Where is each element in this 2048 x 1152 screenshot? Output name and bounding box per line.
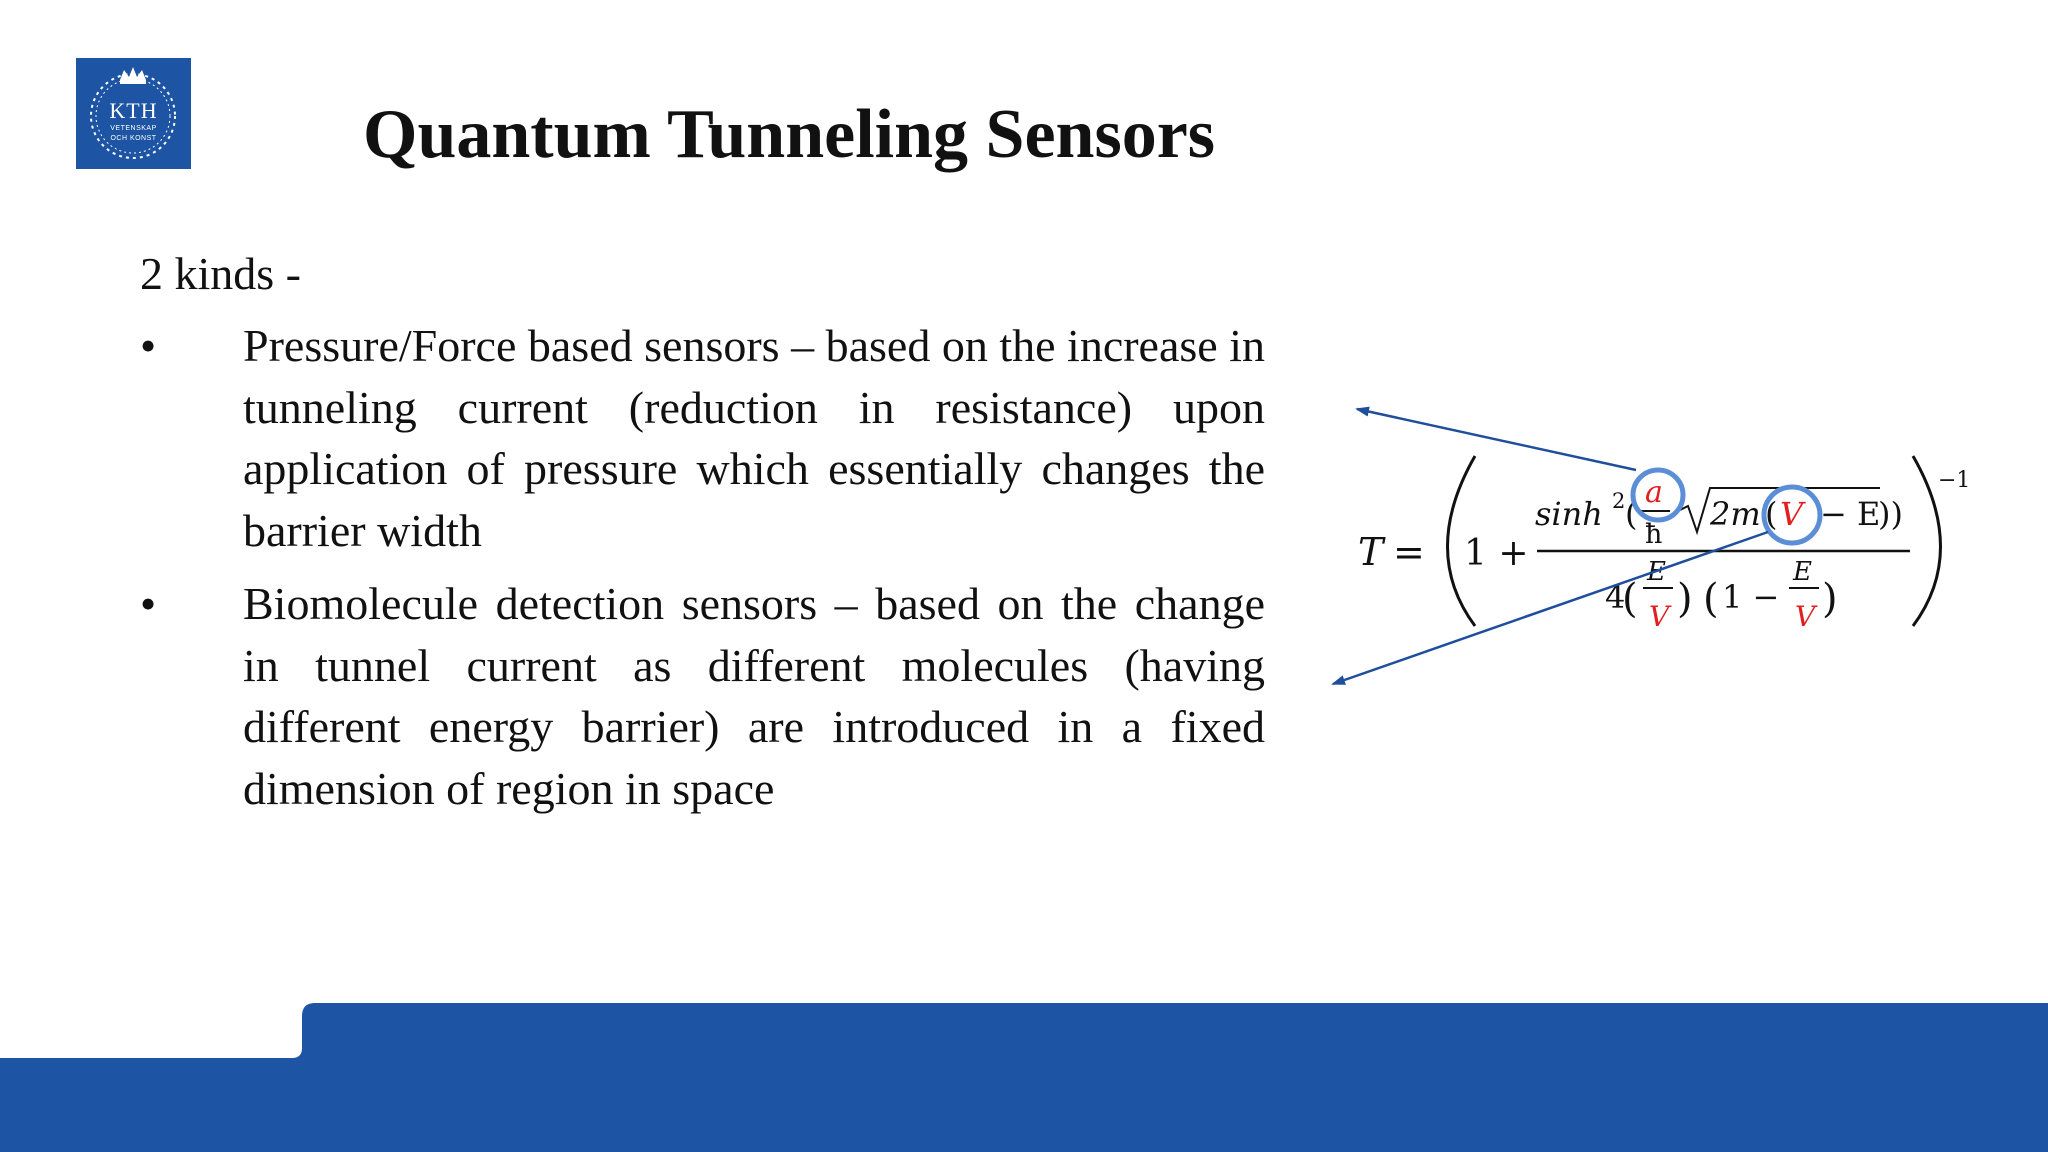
- numerator-minus-E: − E: [1820, 495, 1880, 533]
- formula-left-paren: [1446, 455, 1477, 627]
- denominator-one-minus: 1 −: [1722, 578, 1779, 616]
- bullet-text: Biomolecule detection sensors – based on…: [243, 578, 1265, 814]
- denom-paren-2-close: ): [1822, 576, 1838, 622]
- highlight-circle-V: [1761, 484, 1823, 546]
- intro-text: 2 kinds -: [140, 248, 301, 299]
- symbol-a: a: [1645, 475, 1663, 510]
- sqrt-sign: [1679, 487, 1880, 536]
- transmission-formula: T = 1 + sinh 2 ( a ħ 2m ( V − E )) 4 ( E…: [1331, 406, 1970, 686]
- numerator-sinh: sinh: [1535, 495, 1603, 533]
- symbol-hbar: ħ: [1645, 519, 1662, 550]
- formula-lhs: T: [1358, 530, 1386, 574]
- formula-exponent: −1: [1938, 468, 1970, 493]
- arrow-to-pressure-bullet: [1355, 406, 1637, 472]
- arrow-to-biomolecule-bullet: [1331, 530, 1769, 686]
- symbol-V-denominator-1: V: [1649, 600, 1672, 633]
- numerator-close-parens: )): [1878, 495, 1903, 533]
- slide-title: Quantum Tunneling Sensors: [363, 96, 1216, 173]
- symbol-V-denominator-2: V: [1795, 600, 1818, 633]
- formula-right-paren: [1911, 455, 1942, 627]
- numerator-square: 2: [1612, 489, 1625, 513]
- bullet-pressure-sensors: • Pressure/Force based sensors – based o…: [140, 315, 1265, 561]
- crown-wreath-icon: [90, 67, 176, 159]
- formula-one-plus: 1 +: [1464, 533, 1529, 574]
- kth-logo: KTH VETENSKAP OCH KONST: [76, 58, 191, 169]
- bullet-dot: •: [140, 320, 157, 371]
- logo-line-1: VETENSKAP: [110, 125, 157, 132]
- symbol-V-numerator: V: [1780, 495, 1806, 533]
- bullet-list: • Pressure/Force based sensors – based o…: [140, 315, 1265, 831]
- logo-wordmark: KTH: [109, 98, 158, 123]
- denominator-E-2: E: [1792, 557, 1812, 587]
- denom-paren-1-close: ): [1677, 576, 1693, 622]
- bullet-dot: •: [140, 578, 157, 629]
- bullet-text: Pressure/Force based sensors – based on …: [243, 320, 1265, 556]
- highlight-circle-a: [1630, 467, 1686, 523]
- bullet-biomolecule-sensors: • Biomolecule detection sensors – based …: [140, 573, 1265, 819]
- numerator-2m: 2m: [1709, 495, 1761, 533]
- denom-paren-2-open: (: [1703, 576, 1719, 622]
- logo-line-2: OCH KONST: [110, 135, 157, 142]
- denom-paren-1-open: (: [1622, 576, 1638, 622]
- formula-equals: =: [1393, 530, 1425, 574]
